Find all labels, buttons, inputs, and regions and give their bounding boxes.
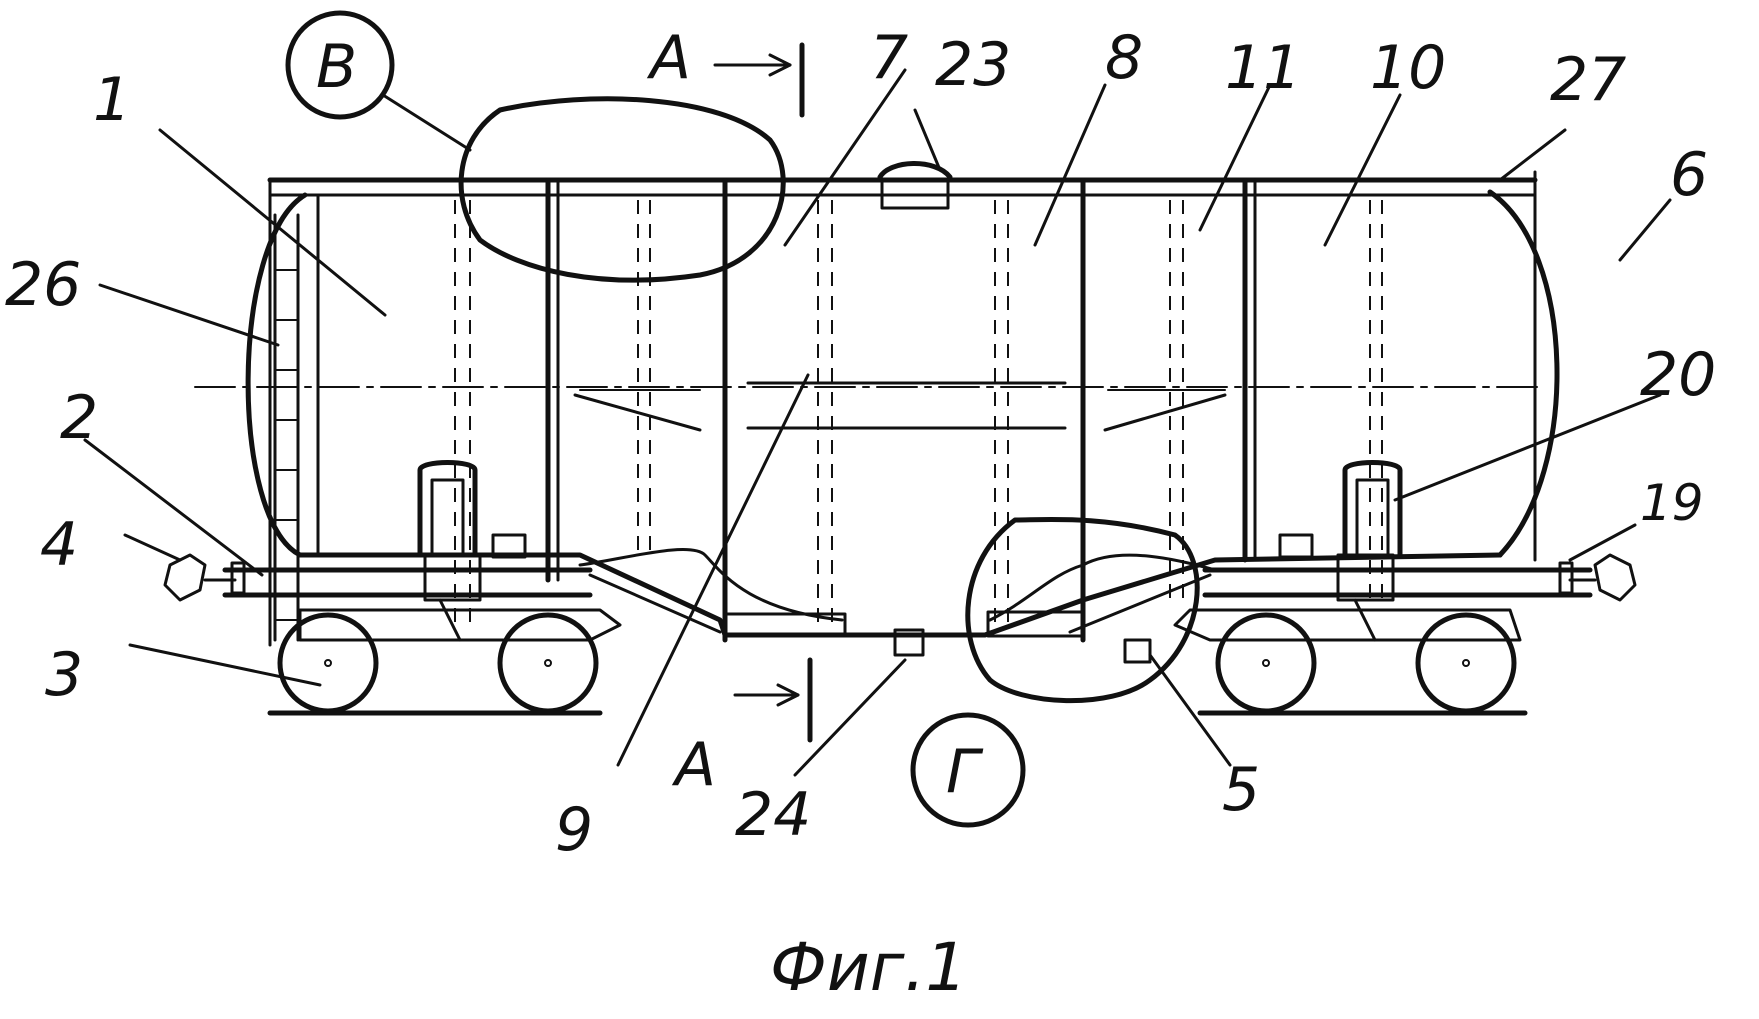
- detail-label-b: В: [316, 32, 357, 102]
- section-mark-bottom: А: [671, 730, 716, 800]
- callout-9: 9: [555, 795, 593, 865]
- callout-7: 7: [870, 23, 908, 93]
- detail-outline-lower: [965, 516, 1200, 704]
- detail-view-b: В: [285, 10, 395, 120]
- unloading-devices: [417, 460, 1403, 559]
- detail-view-g: Г: [910, 712, 1026, 828]
- underframe: [222, 553, 1593, 642]
- couplers: [163, 553, 1637, 602]
- callout-27: 27: [1550, 45, 1626, 115]
- callout-labels: 1 26 2 4 3 7 23 8 11 10 27 6 20 19 9 24 …: [5, 23, 1716, 865]
- callout-10: 10: [1370, 33, 1446, 103]
- drain-valve: [893, 628, 925, 657]
- callout-23: 23: [935, 30, 1011, 100]
- callout-20: 20: [1640, 340, 1716, 410]
- callout-24: 24: [735, 780, 811, 850]
- detail-label-g: Г: [946, 737, 984, 807]
- callout-26: 26: [5, 250, 81, 320]
- ladder: [273, 213, 300, 642]
- section-arrows: [713, 42, 813, 743]
- callout-5: 5: [1222, 755, 1260, 825]
- bottom-valve: [1123, 638, 1152, 664]
- section-mark-top: А: [646, 23, 691, 93]
- figure-caption: Фиг.1: [770, 929, 967, 1006]
- callout-2: 2: [60, 383, 98, 453]
- callout-3: 3: [45, 640, 83, 710]
- callout-8: 8: [1105, 23, 1143, 93]
- callout-4: 4: [40, 510, 78, 580]
- callout-11: 11: [1225, 33, 1301, 103]
- leader-lines: [83, 68, 1672, 777]
- tank-body: [194, 161, 1560, 647]
- callout-1: 1: [93, 65, 131, 135]
- wheels: [267, 612, 1528, 716]
- callout-6: 6: [1670, 140, 1708, 210]
- callout-19: 19: [1640, 474, 1704, 532]
- detail-outline-upper: [458, 96, 786, 283]
